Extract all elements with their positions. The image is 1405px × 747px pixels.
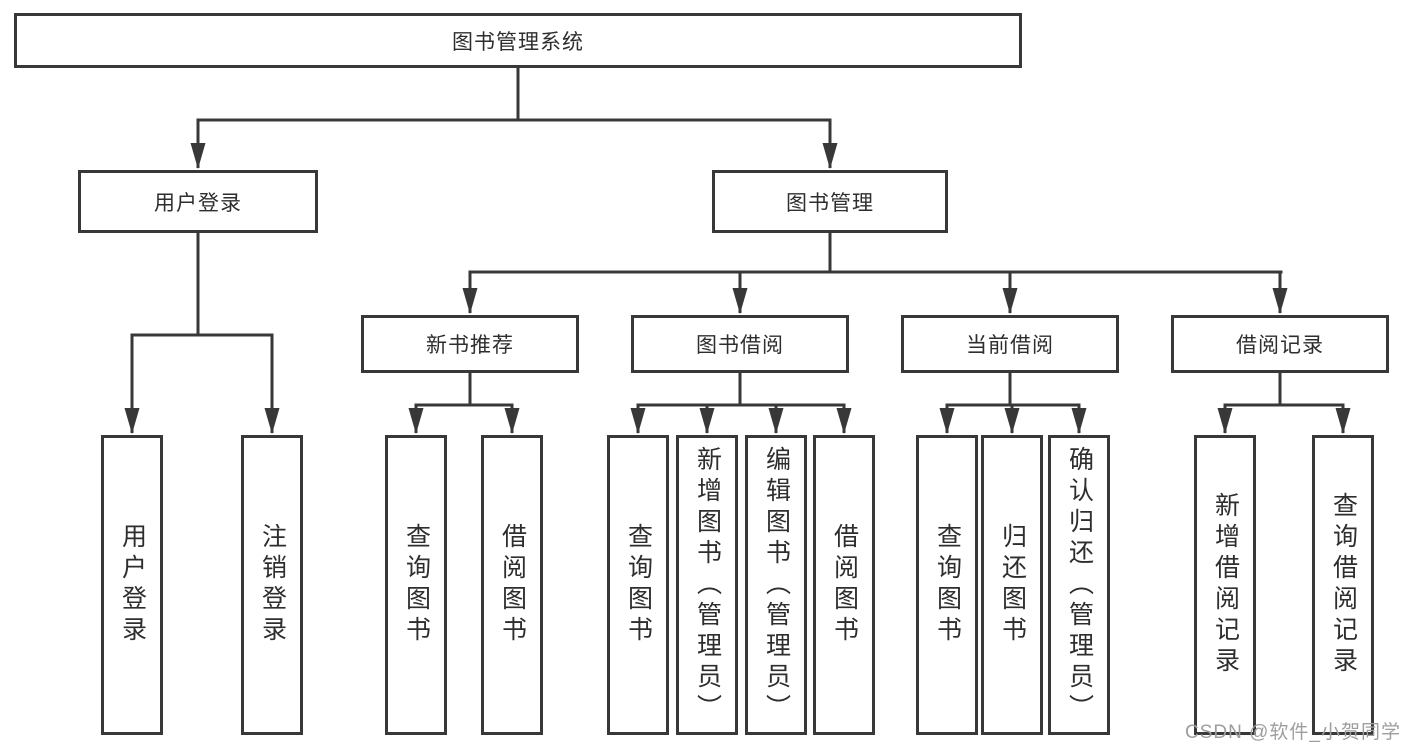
leaf-newbook-query-books: 查询图书 [385, 435, 447, 735]
leaf-borrow-add-books-admin: 新增图书（管理员） [676, 435, 738, 735]
leaf-user-login: 用户登录 [101, 435, 163, 735]
node-label: 用户登录 [118, 523, 147, 647]
node-label: 新增借阅记录 [1211, 492, 1240, 678]
node-label: 图书借阅 [696, 334, 784, 357]
node-book-management: 图书管理 [712, 170, 948, 233]
node-label: 用户登录 [154, 191, 242, 215]
node-label: 图书管理系统 [452, 30, 584, 54]
node-label: 查询图书 [933, 523, 962, 647]
node-library-management-system: 图书管理系统 [14, 13, 1022, 68]
node-label: 归还图书 [998, 523, 1027, 647]
leaf-records-add-record: 新增借阅记录 [1194, 435, 1256, 735]
node-label: 查询借阅记录 [1329, 492, 1358, 678]
node-user-login: 用户登录 [78, 170, 318, 233]
leaf-newbook-borrow-books: 借阅图书 [481, 435, 543, 735]
node-label: 图书管理 [786, 191, 874, 215]
node-label: 新增图书（管理员） [693, 445, 722, 725]
leaf-current-return-books: 归还图书 [981, 435, 1043, 735]
leaf-records-query-record: 查询借阅记录 [1312, 435, 1374, 735]
node-label: 查询图书 [402, 523, 431, 647]
leaf-current-query-books: 查询图书 [916, 435, 978, 735]
leaf-borrow-query-books: 查询图书 [607, 435, 669, 735]
node-label: 新书推荐 [426, 334, 514, 357]
node-label: 借阅图书 [498, 523, 527, 647]
leaf-borrow-borrow-books: 借阅图书 [813, 435, 875, 735]
node-new-book-recommend: 新书推荐 [361, 315, 579, 373]
watermark-text: CSDN @软件_小贺同学 [1185, 722, 1401, 743]
leaf-current-confirm-return-admin: 确认归还（管理员） [1048, 435, 1110, 735]
node-current-borrow: 当前借阅 [901, 315, 1119, 373]
node-book-borrow: 图书借阅 [631, 315, 849, 373]
node-borrow-records: 借阅记录 [1171, 315, 1389, 373]
node-label: 借阅记录 [1236, 334, 1324, 357]
node-label: 查询图书 [624, 523, 653, 647]
node-label: 注销登录 [258, 523, 287, 647]
node-label: 确认归还（管理员） [1065, 445, 1094, 725]
connector-bus [130, 66, 1345, 407]
node-label: 当前借阅 [966, 334, 1054, 357]
leaf-borrow-edit-books-admin: 编辑图书（管理员） [745, 435, 807, 735]
node-label: 编辑图书（管理员） [762, 445, 791, 725]
connector-arrows [124, 120, 1351, 434]
node-label: 借阅图书 [830, 523, 859, 647]
leaf-logout: 注销登录 [241, 435, 303, 735]
